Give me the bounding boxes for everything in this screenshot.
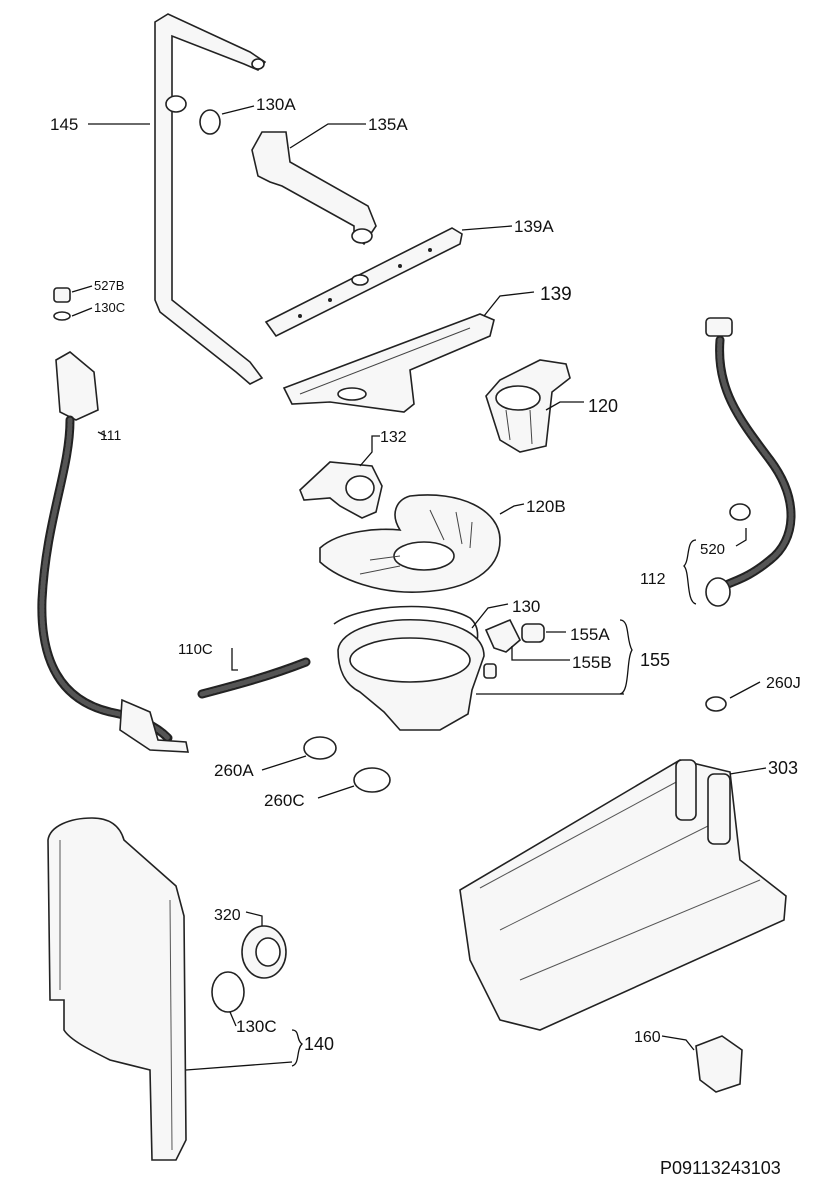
label-110c: 110C <box>178 641 213 658</box>
part-130c-o-ring <box>211 971 245 1013</box>
label-320: 320 <box>214 907 241 924</box>
part-260j-clamp <box>705 696 727 712</box>
label-155b: 155B <box>572 653 612 672</box>
label-139: 139 <box>540 284 572 305</box>
part-140-side-panel <box>47 817 187 1161</box>
label-260a: 260A <box>214 761 254 780</box>
label-527b: 527B <box>94 278 124 293</box>
part-303-base <box>459 759 787 1031</box>
part-139a-upper-spray-arm <box>264 227 463 338</box>
label-139a: 139A <box>514 217 554 236</box>
label-111: 111 <box>100 427 121 443</box>
part-320-seal <box>241 925 287 979</box>
part-260a-clamp <box>303 736 337 760</box>
label-130c-top: 130C <box>94 300 125 315</box>
part-112-drain-hose <box>705 317 796 607</box>
label-160: 160 <box>634 1029 661 1046</box>
part-labels: 145 130A 135A 139A 527B 130C 139 111 120… <box>50 95 801 1178</box>
braces <box>291 539 697 1067</box>
part-260c-clamp <box>353 767 391 793</box>
label-130a: 130A <box>256 95 296 114</box>
part-130a-o-ring <box>199 109 221 135</box>
part-110c-hose <box>197 657 311 699</box>
label-130: 130 <box>512 597 540 616</box>
label-120b: 120B <box>526 497 566 516</box>
part-155-connectors <box>484 618 545 653</box>
leader-lines <box>71 105 767 1071</box>
label-260c: 260C <box>264 791 305 810</box>
label-260j: 260J <box>766 675 801 692</box>
label-155a: 155A <box>570 625 610 644</box>
label-155: 155 <box>640 650 670 670</box>
label-145: 145 <box>50 115 78 134</box>
label-112: 112 <box>640 571 666 588</box>
label-303: 303 <box>768 758 798 778</box>
part-135a-conduit <box>251 131 377 246</box>
part-130-sump <box>333 605 497 731</box>
part-120b-filter-plate <box>319 494 501 593</box>
part-111-inlet-hose <box>37 351 189 753</box>
drawing-code: P09113243103 <box>660 1158 781 1178</box>
label-520: 520 <box>700 541 725 558</box>
label-120: 120 <box>588 396 618 416</box>
part-132-valve <box>299 461 383 519</box>
label-140: 140 <box>304 1034 334 1054</box>
part-160-valve <box>695 1035 743 1093</box>
part-120-filter <box>485 359 571 453</box>
label-132: 132 <box>380 429 407 446</box>
part-139-lower-spray-arm <box>282 313 495 413</box>
part-145-supply-pipe <box>154 13 267 385</box>
label-130c-bottom: 130C <box>236 1017 277 1036</box>
label-135a: 135A <box>368 115 408 134</box>
part-527b-plug <box>53 287 71 321</box>
